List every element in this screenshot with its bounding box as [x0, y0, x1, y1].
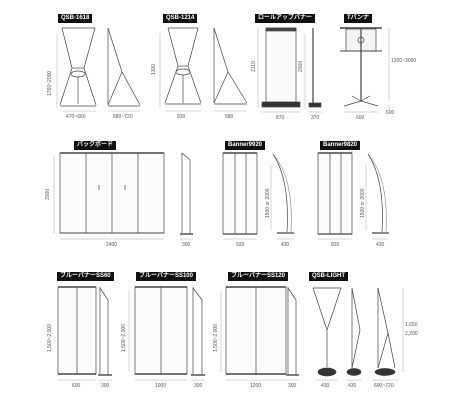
ss60-side-width-dim: 300	[101, 383, 110, 389]
ss60-front-drawing	[57, 286, 97, 381]
label-qsb-light: QSB-LIGHT	[309, 272, 348, 281]
t-banner-front-drawing	[340, 27, 390, 113]
qsb-light-side-2-width-dim: 690~720	[374, 383, 394, 389]
qsb-light-side-2-drawing	[373, 287, 404, 381]
ss100-front-drawing	[128, 286, 188, 381]
ss60-front-width-dim: 600	[72, 383, 81, 389]
ss120-front-width-dim: 1200	[250, 383, 262, 389]
ss60-height-dim: 1,500~2,000	[47, 324, 53, 352]
backboard-height-dim: 2000	[45, 188, 51, 200]
banner-9920-side-drawing	[270, 153, 294, 240]
label-blue-banner-ss60: ブルーバナーSS60	[57, 272, 114, 281]
qsb-1214-front-width-dim: 930	[177, 114, 186, 120]
label-blue-banner-ss100: ブルーバナーSS100	[136, 272, 196, 281]
banner-9820-side-drawing	[365, 153, 389, 240]
t-banner-height-dim: 1200~3000	[391, 58, 417, 64]
qsb-light-side-1-width-dim: 430	[348, 383, 357, 389]
qsb-1618-side-drawing	[107, 27, 141, 112]
qsb-light-height-b-dim: 2,200	[405, 331, 418, 337]
label-t-banner: Tバンナ	[344, 14, 372, 23]
ss120-front-drawing	[220, 286, 287, 381]
banner-9920-front-drawing	[222, 152, 258, 240]
banner-9920-height-dim: 1500 or 2000	[265, 188, 271, 218]
label-banner-9920: Banner9920	[225, 141, 266, 150]
qsb-light-height-a-dim: 1,650	[405, 322, 418, 328]
qsb-1618-front-drawing	[56, 27, 97, 112]
qsb-1214-side-drawing	[213, 27, 248, 112]
backboard-side-width-dim: 300	[182, 242, 191, 248]
banner-9820-side-width-dim: 430	[376, 242, 385, 248]
backboard-front-width-dim: 2400	[106, 242, 118, 248]
ss100-side-width-dim: 300	[194, 383, 203, 389]
rollup-height-left-dim: 2110	[251, 61, 257, 72]
label-backboard: バックボード	[74, 141, 117, 150]
ss120-height-dim: 1,500~2,000	[213, 324, 219, 352]
label-rollup-banner: ロールアップバナー	[255, 14, 316, 23]
banner-9920-front-width-dim: 920	[236, 242, 245, 248]
rollup-side-drawing	[304, 28, 322, 113]
t-banner-front-width-dim: 600	[356, 115, 365, 121]
ss100-height-dim: 1,500~2,000	[121, 324, 127, 352]
qsb-1214-side-width-dim: 580	[225, 114, 234, 120]
banner-9820-front-width-dim: 820	[331, 242, 340, 248]
ss60-side-drawing	[98, 287, 112, 381]
label-blue-banner-ss120: ブルーバナーSS120	[228, 272, 288, 281]
ss120-side-width-dim: 300	[288, 383, 297, 389]
rollup-front-drawing	[257, 27, 301, 113]
qsb-light-front-width-dim: 430	[321, 383, 330, 389]
qsb-1618-front-width-dim: 470~660	[66, 114, 86, 120]
label-banner-9820: Banner9820	[320, 141, 361, 150]
qsb-1618-side-width-dim: 680~720	[113, 114, 133, 120]
qsb-1618-height-dim: 1760~2000	[47, 70, 53, 96]
backboard-front-drawing	[53, 152, 165, 240]
qsb-light-side-1-drawing	[346, 287, 362, 381]
qsb-1214-front-drawing	[159, 27, 202, 112]
t-banner-side-width-dim: 600	[386, 110, 395, 116]
banner-9820-height-dim: 1500 or 2000	[360, 188, 366, 218]
ss100-side-drawing	[191, 287, 205, 381]
qsb-1214-height-dim: 1300	[151, 63, 157, 75]
ss120-side-drawing	[286, 287, 299, 381]
rollup-side-width-dim: 370	[311, 115, 320, 121]
ss100-front-width-dim: 1000	[155, 383, 167, 389]
rollup-height-right-dim: 2000	[298, 60, 304, 72]
qsb-light-front-drawing	[312, 287, 342, 381]
rollup-front-width-dim: 870	[276, 115, 285, 121]
banner-9820-front-drawing	[317, 152, 353, 240]
label-qsb-1214: QSB-1214	[163, 14, 198, 23]
banner-9920-side-width-dim: 430	[281, 242, 290, 248]
backboard-side-drawing	[180, 152, 193, 240]
label-qsb-1618: QSB-1618	[58, 14, 93, 23]
